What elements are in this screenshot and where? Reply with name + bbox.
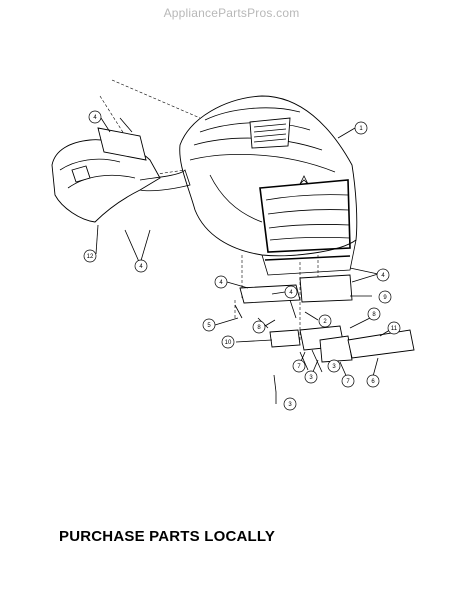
callout-7: 7 xyxy=(341,374,355,388)
svg-text:3: 3 xyxy=(332,364,336,370)
svg-text:4: 4 xyxy=(381,273,385,279)
callout-9: 9 xyxy=(378,290,392,304)
watermark: AppliancePartsPros.com xyxy=(163,6,300,20)
callout-6: 6 xyxy=(366,374,380,388)
svg-text:12: 12 xyxy=(87,254,94,260)
callout-8: 8 xyxy=(367,307,381,321)
callout-4: 4 xyxy=(284,285,298,299)
svg-text:7: 7 xyxy=(297,364,301,370)
bracket-assembly xyxy=(234,274,415,393)
svg-text:4: 4 xyxy=(289,290,293,296)
callout-1: 1 xyxy=(354,121,368,135)
svg-text:1: 1 xyxy=(359,126,363,132)
svg-text:4: 4 xyxy=(139,264,143,270)
svg-text:6: 6 xyxy=(371,379,375,385)
callout-3: 3 xyxy=(327,359,341,373)
svg-text:5: 5 xyxy=(207,323,211,329)
svg-text:10: 10 xyxy=(225,340,232,346)
callout-3: 3 xyxy=(283,397,297,411)
svg-text:4: 4 xyxy=(93,115,97,121)
callout-3: 3 xyxy=(304,370,318,384)
callout-12: 12 xyxy=(83,249,97,263)
svg-text:3: 3 xyxy=(288,402,292,408)
svg-text:9: 9 xyxy=(383,295,387,301)
callout-8: 8 xyxy=(252,320,266,334)
svg-text:8: 8 xyxy=(257,325,261,331)
svg-text:3: 3 xyxy=(309,375,313,381)
callout-7: 7 xyxy=(292,359,306,373)
callout-4: 4 xyxy=(88,110,102,124)
hood xyxy=(179,95,358,276)
callout-5: 5 xyxy=(202,318,216,332)
svg-text:7: 7 xyxy=(346,379,350,385)
callout-4: 4 xyxy=(376,268,390,282)
callout-11: 11 xyxy=(387,321,401,335)
side-panel xyxy=(51,117,191,223)
purchase-parts-notice: PURCHASE PARTS LOCALLY xyxy=(59,528,276,545)
callout-4: 4 xyxy=(134,259,148,273)
svg-text:8: 8 xyxy=(372,312,376,318)
svg-text:4: 4 xyxy=(219,280,223,286)
callout-4: 4 xyxy=(214,275,228,289)
callout-2: 2 xyxy=(318,314,332,328)
callout-10: 10 xyxy=(221,335,235,349)
svg-text:11: 11 xyxy=(391,326,398,332)
svg-text:2: 2 xyxy=(323,319,327,325)
